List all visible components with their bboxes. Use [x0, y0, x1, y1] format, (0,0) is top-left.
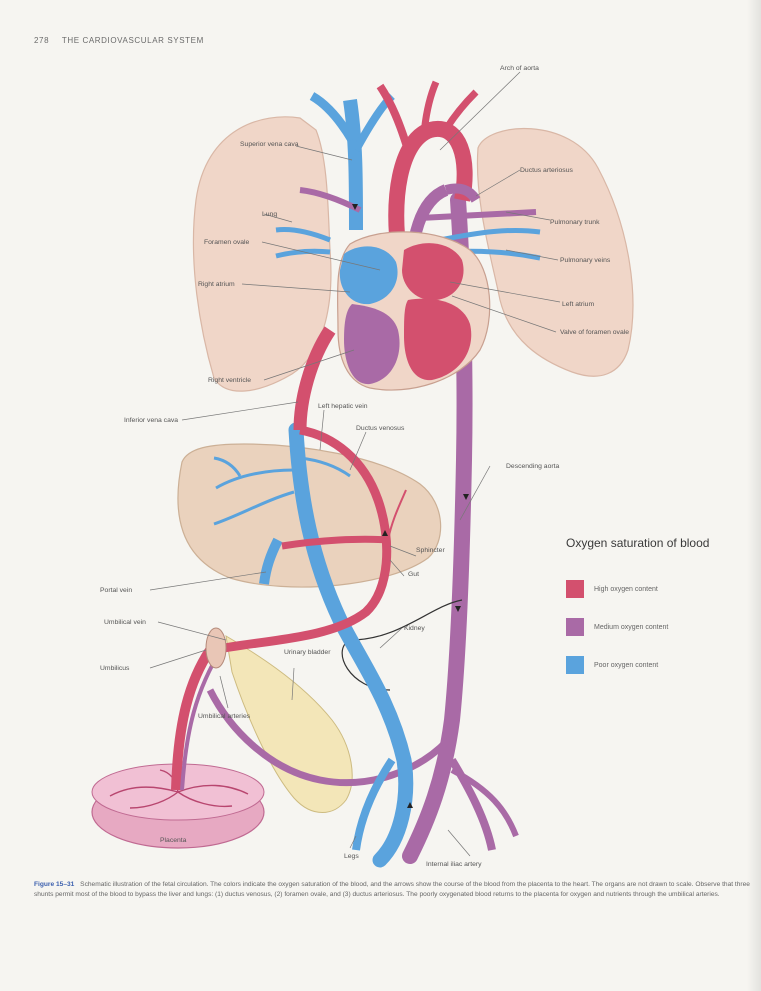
label-right-atrium: Right atrium: [198, 281, 235, 288]
label-sphincter: Sphincter: [416, 547, 445, 554]
label-superior-vena-cava: Superior vena cava: [240, 141, 299, 148]
figure-number: Figure 15–31: [34, 881, 74, 888]
label-left-hepatic-vein: Left hepatic vein: [318, 403, 368, 410]
legend-label-high: High oxygen content: [594, 586, 658, 593]
legend-title: Oxygen saturation of blood: [566, 536, 761, 550]
label-right-ventricle: Right ventricle: [208, 377, 251, 384]
aortic-branch-3: [442, 92, 476, 136]
label-gut: Gut: [408, 571, 419, 578]
right-lung: [193, 117, 331, 391]
label-umbilicus: Umbilicus: [100, 665, 130, 672]
label-ductus-arteriosus: Ductus arteriosus: [520, 167, 573, 174]
legend-label-poor: Poor oxygen content: [594, 662, 658, 669]
label-portal-vein: Portal vein: [100, 587, 132, 594]
legend-swatch-medium: [566, 618, 584, 636]
label-internal-iliac-artery: Internal iliac artery: [426, 861, 482, 868]
label-pulmonary-trunk: Pulmonary trunk: [550, 219, 600, 226]
label-legs: Legs: [344, 853, 359, 860]
legend-swatch-high: [566, 580, 584, 598]
figure-caption: Figure 15–31 Schematic illustration of t…: [34, 880, 758, 900]
caption-text: Schematic illustration of the fetal circ…: [34, 881, 750, 898]
legend-item-medium: Medium oxygen content: [566, 608, 761, 646]
legend-label-medium: Medium oxygen content: [594, 624, 668, 631]
umbilicus-ring: [206, 628, 226, 668]
label-umbilical-vein: Umbilical vein: [104, 619, 146, 626]
label-kidney: Kidney: [404, 625, 425, 632]
oxygen-legend: Oxygen saturation of blood High oxygen c…: [566, 536, 761, 684]
label-arch-of-aorta: Arch of aorta: [500, 65, 539, 72]
label-lung: Lung: [262, 211, 277, 218]
label-foramen-ovale: Foramen ovale: [204, 239, 250, 246]
label-left-atrium: Left atrium: [562, 301, 594, 308]
legend-item-poor: Poor oxygen content: [566, 646, 761, 684]
vein-branch-legs: [356, 760, 392, 850]
label-pulmonary-veins: Pulmonary veins: [560, 257, 611, 264]
label-ductus-venosus: Ductus venosus: [356, 425, 405, 432]
label-valve-of-foramen-ovale: Valve of foramen ovale: [560, 329, 629, 336]
label-placenta: Placenta: [160, 837, 187, 844]
label-descending-aorta: Descending aorta: [506, 463, 559, 470]
aortic-branch-1: [380, 86, 408, 150]
legend-item-high: High oxygen content: [566, 570, 761, 608]
label-urinary-bladder: Urinary bladder: [284, 649, 331, 656]
legend-swatch-poor: [566, 656, 584, 674]
label-umbilical-arteries: Umbilical arteries: [198, 713, 251, 720]
label-inferior-vena-cava: Inferior vena cava: [124, 417, 178, 424]
